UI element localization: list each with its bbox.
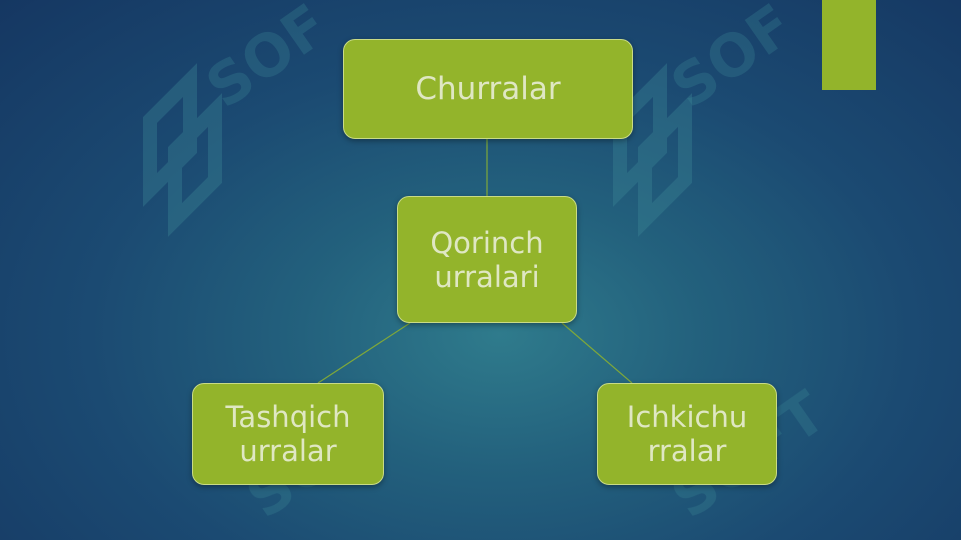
node-qorinch-urralari: Qorinch urralari (397, 196, 577, 323)
node-ichki-churralar: Ichkichu rralar (597, 383, 777, 485)
node-label: Churralar (415, 71, 561, 107)
edge-middle-left (317, 322, 411, 384)
node-tashqi-churralar: Tashqich urralar (192, 383, 384, 485)
node-label-line-2: urralar (239, 434, 337, 468)
accent-bar (822, 0, 876, 90)
node-label-line-2: rralar (647, 434, 727, 468)
node-label-line-2: urralari (434, 259, 540, 294)
node-label-line-1: Qorinch (430, 225, 544, 260)
node-label-line-1: Ichkichu (626, 400, 748, 434)
node-churralar: Churralar (343, 39, 633, 139)
node-label-line-1: Tashqich (225, 400, 351, 434)
edge-middle-right (561, 322, 633, 384)
